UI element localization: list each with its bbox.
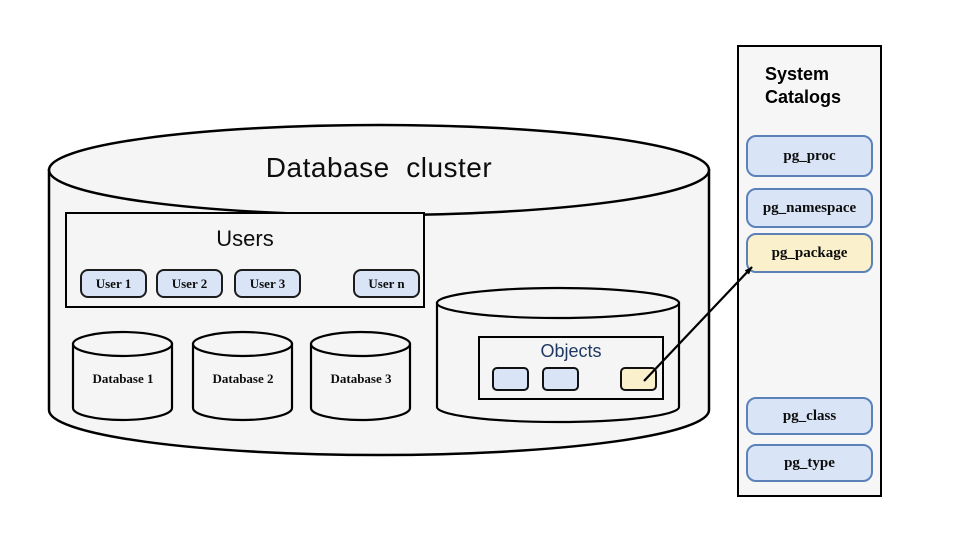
objects-box-title: Objects <box>540 341 602 361</box>
database-1-label: Database 1 <box>92 371 154 386</box>
user-1-shape: User 1 <box>80 269 147 298</box>
user-n-shape: User n <box>353 269 420 298</box>
cluster-title: Database cluster <box>265 152 493 183</box>
database-3-label: Database 3 <box>330 371 392 386</box>
package-object <box>620 367 657 391</box>
database-3-cylinder-top <box>309 330 412 358</box>
object-item-2 <box>542 367 579 391</box>
database-2-cylinder-body <box>191 342 294 422</box>
user-2-shape: User 2 <box>156 269 223 298</box>
user-3-shape: User 3 <box>234 269 301 298</box>
database-3-cylinder-body <box>309 342 412 422</box>
database-1-cylinder-top <box>71 330 174 358</box>
object-item-1 <box>492 367 529 391</box>
objects-cylinder-top <box>435 286 681 320</box>
users-box: Users User 1 User 2 User 3 User n <box>65 212 425 308</box>
catalog-pg-proc: pg_proc <box>746 135 873 177</box>
objects-box: Objects <box>478 336 664 400</box>
users-box-title: Users <box>216 226 274 251</box>
system-catalogs-panel: System Catalogs pg_proc pg_namespace pg_… <box>737 45 882 497</box>
database-2-label: Database 2 <box>212 371 274 386</box>
catalog-pg-namespace: pg_namespace <box>746 188 873 228</box>
catalog-pg-class: pg_class <box>746 397 873 435</box>
database-1-cylinder-body <box>71 342 174 422</box>
database-2-cylinder-top <box>191 330 294 358</box>
catalog-pg-package: pg_package <box>746 233 873 273</box>
system-catalogs-title: System Catalogs <box>765 64 842 108</box>
catalog-pg-type: pg_type <box>746 444 873 482</box>
